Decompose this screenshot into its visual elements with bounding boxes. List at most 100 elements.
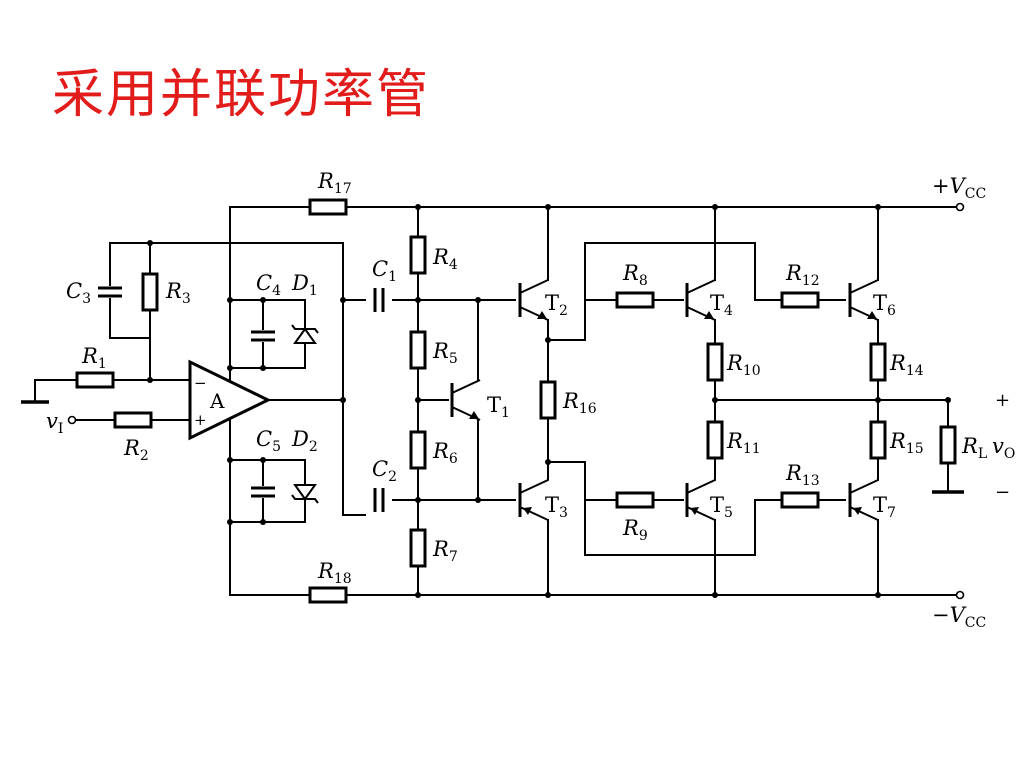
junction-dot [227,519,233,525]
label-RL: RL [961,434,987,462]
junction-dot [712,592,718,598]
junction-dot [227,457,233,463]
zener-D2 [291,484,319,504]
label-R16: R16 [562,389,597,417]
label-D1: D1 [291,271,318,299]
label-opamp-noninv: + [194,411,207,429]
label-R15: R15 [889,429,924,457]
resistor-R18 [308,586,348,604]
label-C5: C5 [256,427,281,455]
resistor-R1 [75,371,115,389]
junction-dot [147,377,153,383]
resistor-R11 [706,420,724,460]
junction-dot [227,297,233,303]
label-input-vI: vI [46,409,63,437]
junction-dot [475,297,481,303]
resistor-R10 [706,342,724,382]
label-supply-neg: −VCC [932,603,986,631]
component-labels: R1R2R3R4R5R6R7R8R9R10R11R12R13R14R15R16R… [46,169,1015,631]
label-R13: R13 [785,461,820,489]
label-R18: R18 [317,559,352,587]
junction-dot [712,397,718,403]
junction-dot [875,592,881,598]
label-R9: R9 [622,516,648,544]
transistor-T7 [848,478,879,521]
resistor-R3 [141,272,159,312]
resistor-R15 [869,420,887,460]
output-node [714,399,949,426]
junction-dot [415,297,421,303]
junction-dot [875,204,881,210]
label-R4: R4 [432,245,458,273]
label-T4: T4 [710,291,733,319]
resistor-R17 [308,198,348,216]
resistor-R6 [409,430,427,470]
label-R17: R17 [317,169,352,197]
resistor-R12 [780,291,820,309]
label-D2: D2 [291,427,318,455]
resistor-R5 [409,330,427,370]
label-R2: R2 [123,436,149,464]
label-supply-pos: +VCC [932,174,986,202]
label-T6: T6 [873,291,896,319]
transistor-T6 [848,279,879,321]
label-T5: T5 [710,493,733,521]
junction-dot [340,297,346,303]
junction-dot [545,337,551,343]
junction-dot [260,519,266,525]
resistor-R2 [113,411,153,429]
components [21,198,965,604]
junction-dots [147,204,951,598]
label-T1: T1 [487,393,510,421]
junction-dot [415,397,421,403]
label-T3: T3 [545,493,568,521]
junction-dot [545,592,551,598]
feedback-wire [109,242,366,516]
junction-dot [260,457,266,463]
label-R12: R12 [785,261,820,289]
transistor-T2 [518,279,549,321]
label-output-vO: vO [992,434,1015,462]
resistor-R8 [615,291,655,309]
junction-dot [875,397,881,403]
label-R8: R8 [622,261,648,289]
slide-title: 采用并联功率管 [52,65,431,125]
junction-dot [475,497,481,503]
label-C3: C3 [66,279,91,307]
capacitor-C1 [373,287,385,313]
resistor-R14 [869,342,887,382]
resistor-R4 [409,235,427,275]
junction-dot [260,297,266,303]
label-opamp-inv: − [194,374,207,392]
transistor-T1 [450,379,481,421]
junction-dot [945,397,951,403]
junction-dot [227,365,233,371]
label-R5: R5 [432,339,458,367]
junction-dot [340,397,346,403]
junction-dot [260,365,266,371]
label-C4: C4 [256,271,281,299]
junction-dot [415,497,421,503]
junction-dot [545,459,551,465]
resistor-RL [939,425,957,465]
transistor-T4 [685,279,716,321]
resistor-R13 [780,491,820,509]
junction-dot [415,204,421,210]
capacitor-C5 [250,486,276,498]
resistor-R9 [615,491,655,509]
vcc-neg-terminal [955,590,965,600]
capacitor-C2 [373,487,385,513]
label-T2: T2 [545,291,568,319]
junction-dot [545,204,551,210]
junction-dot [415,592,421,598]
label-R7: R7 [432,537,458,565]
resistor-R16 [539,380,557,420]
label-output-minus: − [995,482,1010,503]
transistor-T3 [518,478,549,521]
label-R1: R1 [81,344,107,372]
label-R14: R14 [889,351,924,379]
capacitor-C3 [97,286,123,298]
label-T7: T7 [873,493,896,521]
label-R11: R11 [726,429,761,457]
